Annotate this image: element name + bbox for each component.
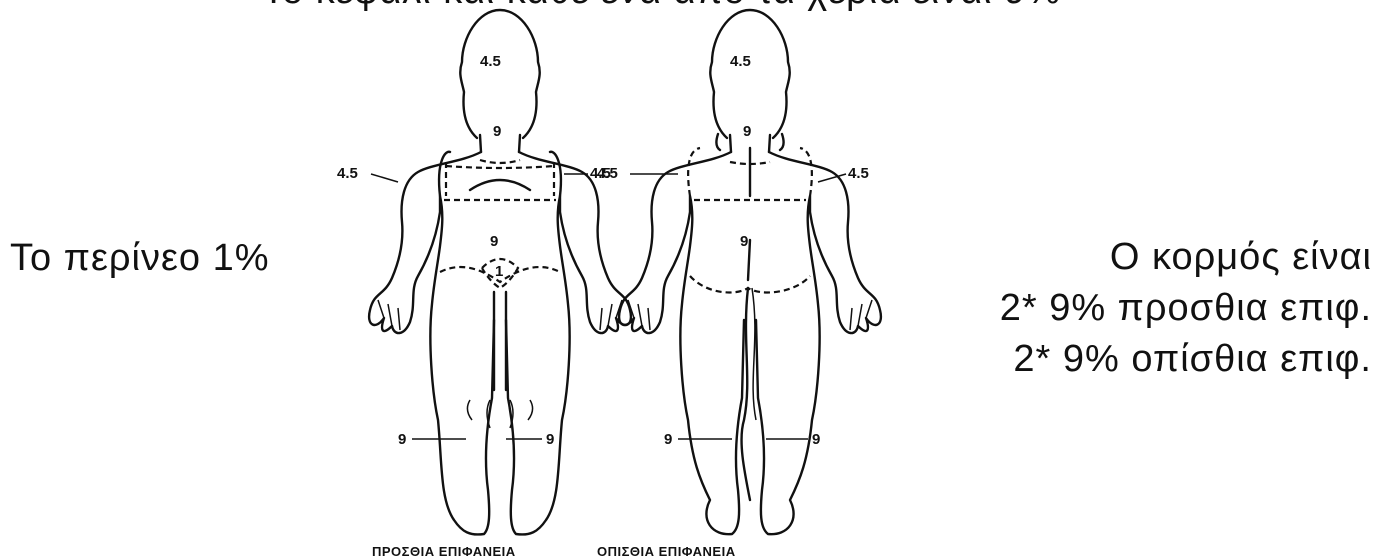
back-right-arm-label: 4.5 [848,165,869,182]
back-buttocks-line [690,276,810,292]
front-head-outline [460,10,539,138]
back-caption: ΟΠΙΣΘΙΑ ΕΠΙΦΑΝΕΙΑ [597,544,736,559]
back-lower-label: 9 [740,233,748,250]
front-perineum-label: 1 [495,263,503,280]
back-left-leg-label: 9 [664,431,672,448]
front-left-arm-label: 4.5 [337,165,358,182]
front-torso-outline [369,152,494,534]
front-caption: ΠΡΟΣΘΙΑ ΕΠΙΦΑΝΕΙΑ [372,544,516,559]
back-upper-label: 9 [743,123,751,140]
front-figure: 4.5 9 4.5 4.5 9 1 9 9 [337,10,631,534]
back-head-outline [710,10,789,138]
front-neck-line [480,160,520,163]
back-torso-outline [619,152,744,534]
back-right-leg-label: 9 [812,431,820,448]
back-figure: 4.5 9 4.5 4.5 9 9 9 [597,10,881,534]
back-head-label: 4.5 [730,53,751,70]
front-head-label: 4.5 [480,53,501,70]
back-left-arm-label: 4.5 [597,165,618,182]
front-abdomen-label: 9 [490,233,498,250]
front-right-leg-label: 9 [546,431,554,448]
front-left-leg-label: 9 [398,431,406,448]
front-chest-label: 9 [493,123,501,140]
